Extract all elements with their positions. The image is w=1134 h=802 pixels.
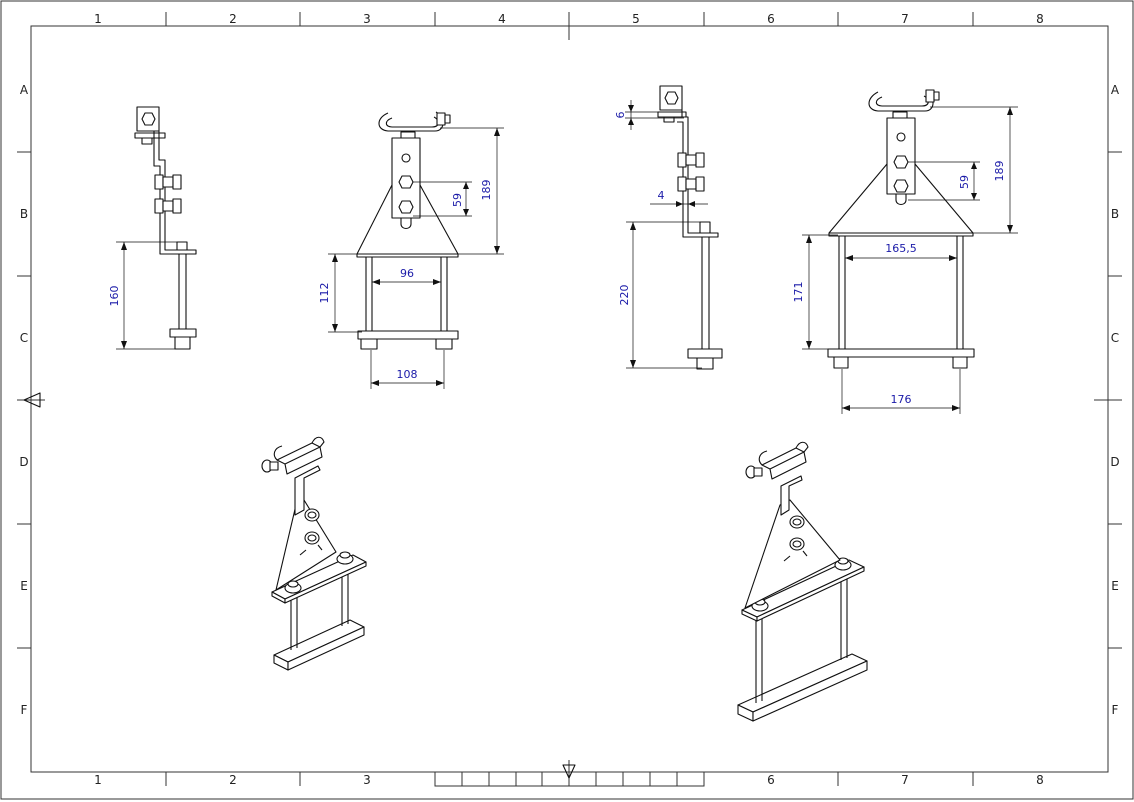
view4-dimension-171: 171 — [792, 234, 838, 350]
view2-dimension-189: 189 — [440, 127, 504, 255]
top-col-4: 4 — [498, 12, 506, 26]
bottom-zone-ticks — [165, 772, 974, 786]
top-col-2: 2 — [229, 12, 237, 26]
view2-dimension-108: 108 — [370, 350, 445, 389]
left-row-f: F — [21, 703, 28, 717]
view3-dimension-6: 6 — [614, 100, 684, 130]
dim-text-171: 171 — [792, 282, 805, 303]
view1-side-view — [134, 106, 197, 350]
left-row-c: C — [20, 331, 28, 345]
dim-text-189-view4: 189 — [993, 161, 1006, 182]
dim-text-220: 220 — [618, 285, 631, 306]
top-zone-labels: 1 2 3 4 5 6 7 8 — [94, 12, 1044, 26]
right-row-b: B — [1111, 207, 1119, 221]
left-row-d: D — [19, 455, 28, 469]
dim-text-160: 160 — [108, 286, 121, 307]
view4-dimension-176: 176 — [841, 369, 961, 414]
dim-text-176: 176 — [891, 393, 912, 406]
top-col-5: 5 — [632, 12, 640, 26]
triangle-marker-icon — [562, 760, 576, 786]
view2-dimension-59: 59 — [413, 181, 472, 217]
top-col-7: 7 — [901, 12, 909, 26]
top-col-8: 8 — [1036, 12, 1044, 26]
view4-dimension-59: 59 — [908, 161, 980, 201]
view1-dimension-160: 160 — [108, 241, 182, 350]
isometric-view-large — [737, 441, 868, 722]
view2-front-view — [356, 111, 459, 350]
right-zone-labels: A B C D E F — [1110, 83, 1120, 717]
right-row-d: D — [1110, 455, 1119, 469]
left-row-a: A — [20, 83, 29, 97]
top-zone-ticks — [165, 12, 974, 40]
bottom-col-1: 1 — [94, 773, 102, 787]
dim-text-4: 4 — [658, 189, 665, 202]
bottom-col-6: 6 — [767, 773, 775, 787]
left-zone-labels: A B C D E F — [19, 83, 29, 717]
top-col-3: 3 — [363, 12, 371, 26]
bottom-col-7: 7 — [901, 773, 909, 787]
top-col-1: 1 — [94, 12, 102, 26]
dim-text-6: 6 — [614, 112, 627, 119]
view2-dimension-112: 112 — [318, 253, 362, 333]
bottom-zone-labels: 1 2 3 6 7 8 — [94, 773, 1044, 787]
right-row-a: A — [1111, 83, 1120, 97]
dim-text-59-view4: 59 — [958, 175, 971, 189]
view4-dimension-165-5: 165,5 — [845, 242, 957, 261]
bottom-col-3: 3 — [363, 773, 371, 787]
view3-dimension-220: 220 — [618, 221, 702, 369]
right-row-e: E — [1111, 579, 1119, 593]
right-row-c: C — [1111, 331, 1119, 345]
dim-text-165-5: 165,5 — [885, 242, 917, 255]
drawing-frame — [30, 25, 1109, 773]
bottom-col-2: 2 — [229, 773, 237, 787]
dim-text-112: 112 — [318, 283, 331, 304]
right-row-f: F — [1112, 703, 1119, 717]
dim-text-59-view2: 59 — [451, 193, 464, 207]
view3-dimension-4: 4 — [650, 189, 708, 210]
view4-front-view — [827, 89, 975, 369]
dim-text-108: 108 — [397, 368, 418, 381]
left-row-b: B — [20, 207, 28, 221]
isometric-view-small — [261, 436, 367, 671]
dim-text-189-view2: 189 — [480, 180, 493, 201]
view3-side-view — [657, 85, 723, 370]
view2-dimension-96: 96 — [372, 267, 441, 285]
dim-text-96: 96 — [400, 267, 414, 280]
triangle-marker-icon — [20, 392, 45, 408]
top-col-6: 6 — [767, 12, 775, 26]
left-row-e: E — [20, 579, 28, 593]
side-zone-ticks — [17, 151, 1122, 649]
view4-dimension-189: 189 — [930, 106, 1018, 234]
bottom-col-8: 8 — [1036, 773, 1044, 787]
